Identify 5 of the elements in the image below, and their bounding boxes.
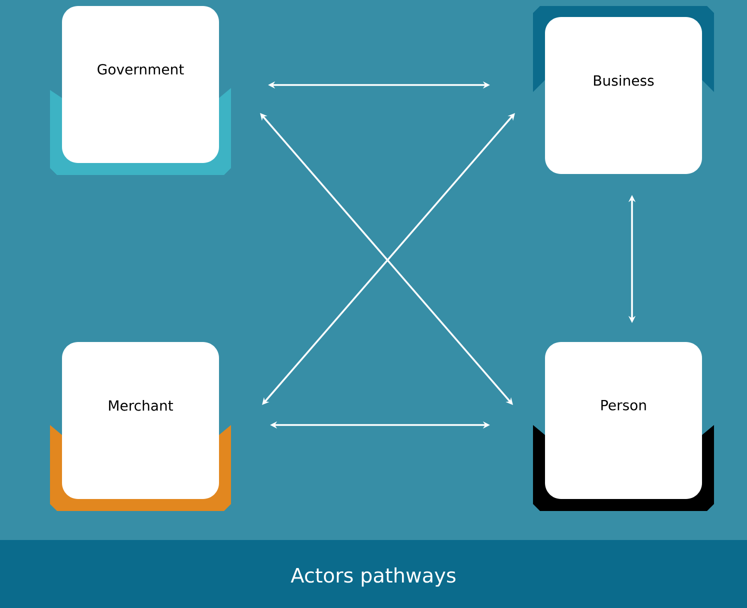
actor-card: Business bbox=[533, 6, 714, 174]
title-band: Actors pathways bbox=[0, 540, 747, 608]
actor-card: Person bbox=[533, 342, 714, 511]
actor-card: Government bbox=[50, 6, 231, 175]
actor-card: Merchant bbox=[50, 342, 231, 511]
